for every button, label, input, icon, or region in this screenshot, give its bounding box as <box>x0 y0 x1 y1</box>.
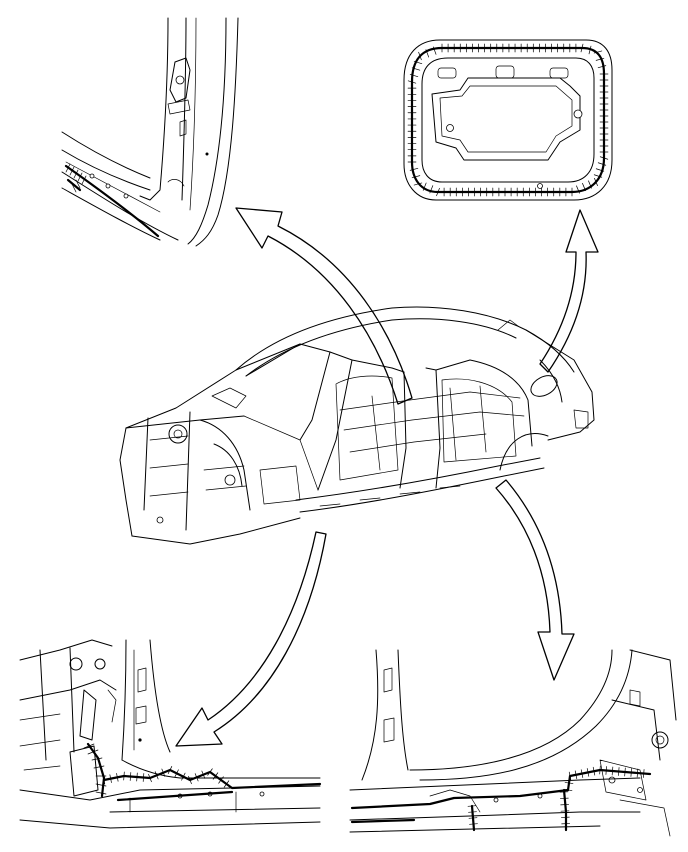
fuel-lid-detail-view <box>403 39 613 201</box>
callout-arrow-fuel-lid <box>539 209 599 373</box>
car-body-in-white <box>119 306 595 545</box>
callout-arrow-front-rocker <box>175 531 327 747</box>
callout-arrow-a-pillar <box>235 207 413 405</box>
callout-arrow-rear-rocker <box>495 479 575 681</box>
rear-rocker-detail-view <box>349 649 677 837</box>
a-pillar-detail-view <box>61 17 239 247</box>
front-rocker-detail-view <box>19 639 322 829</box>
